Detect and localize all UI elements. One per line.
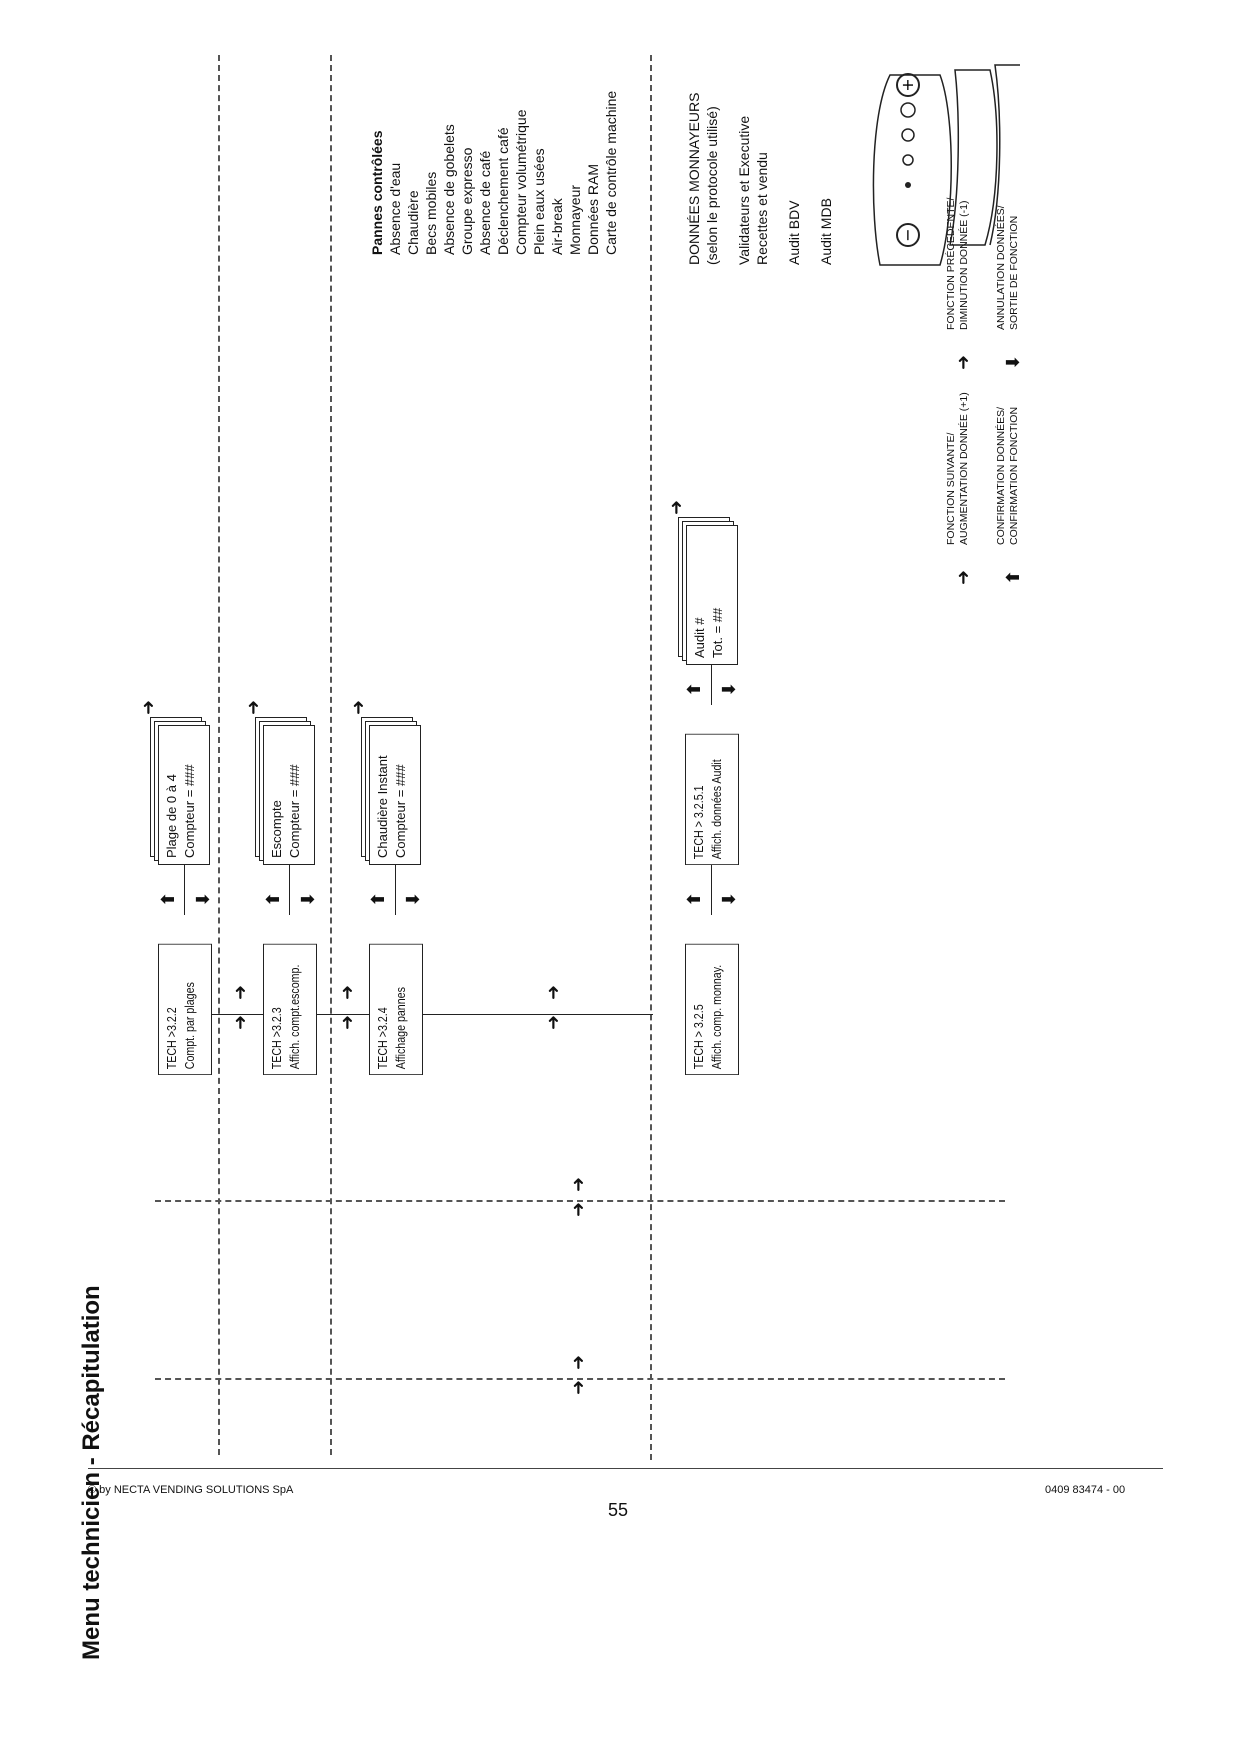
- plus-key-icon: [896, 73, 920, 97]
- confirm-icon: ⬆: [684, 681, 705, 697]
- cancel-icon: ⬇: [1003, 354, 1024, 370]
- cancel-icon: ⬇: [719, 681, 740, 697]
- arrow-prev-icon: ➜: [568, 1379, 589, 1395]
- connector-line: [184, 865, 185, 915]
- cancel-icon: ⬇: [193, 891, 214, 907]
- arrow-prev-icon: ➜: [230, 1014, 251, 1030]
- sub-box-escompte[interactable]: Escompte Compteur = ###: [255, 717, 315, 865]
- sub-box-audit[interactable]: Audit # Tot. = ##: [678, 517, 738, 665]
- menu-box-3-2-5[interactable]: TECH > 3.2.5 Affich. comp. monnay.: [685, 943, 739, 1075]
- arrow-next-icon: ➜: [543, 984, 564, 1000]
- footer-rule: [88, 1468, 1163, 1469]
- arrow-next-icon: ➜: [568, 1176, 589, 1192]
- confirm-icon: ⬆: [684, 891, 705, 907]
- sub-box-chaudiere[interactable]: Chaudière Instant Compteur = ###: [361, 717, 421, 865]
- page-number: 55: [608, 1500, 629, 1520]
- connector-line: [395, 865, 396, 915]
- arrow-next-icon: ➜: [230, 984, 251, 1000]
- menu-box-3-2-3[interactable]: TECH >3.2.3 Affich. compt.escomp.: [263, 943, 317, 1075]
- page-title: Menu technicien - Récapitulation: [78, 1285, 105, 1660]
- footer-copyright: © by NECTA VENDING SOLUTIONS SpA: [88, 1484, 294, 1496]
- arrow-next-icon: ➜: [953, 569, 974, 585]
- menu-box-3-2-5-1[interactable]: TECH > 3.2.5.1 Affich. données Audit: [685, 733, 739, 865]
- arrow-prev-icon: ➜: [543, 1014, 564, 1030]
- confirm-icon: ⬆: [1003, 569, 1024, 585]
- arrow-prev-icon: ➜: [568, 1201, 589, 1217]
- connector-line: [711, 865, 712, 915]
- connector-line: [711, 665, 712, 705]
- arrow-prev-icon: ➜: [953, 354, 974, 370]
- arrow-next-icon: ➜: [568, 1354, 589, 1370]
- arrow-next-icon: ➜: [666, 499, 687, 515]
- arrow-next-icon: ➜: [348, 699, 369, 715]
- arrow-next-icon: ➜: [138, 699, 159, 715]
- cancel-icon: ⬇: [298, 891, 319, 907]
- dashed-divider: [650, 55, 652, 1460]
- dashed-divider: [330, 55, 332, 1455]
- arrow-prev-icon: ➜: [337, 1014, 358, 1030]
- keypad-illustration: − +: [872, 64, 1020, 266]
- connector-line: [289, 865, 290, 915]
- menu-box-3-2-2[interactable]: TECH >3.2.2 Compt. par plages: [158, 943, 212, 1075]
- faults-list: Pannes contrôlées Absence d'eau Chaudièr…: [369, 90, 619, 255]
- sub-box-plages[interactable]: Plage de 0 à 4 Compteur = ###: [150, 717, 210, 865]
- footer-code: 0409 83474 - 00: [1045, 1484, 1126, 1496]
- confirm-icon: ⬆: [158, 891, 179, 907]
- confirm-icon: ⬆: [263, 891, 284, 907]
- confirm-icon: ⬆: [368, 891, 389, 907]
- cancel-icon: ⬇: [403, 891, 424, 907]
- coin-data-text: DONNÉES MONNAYEURS (selon le protocole u…: [686, 92, 834, 265]
- svg-text:−: −: [898, 228, 917, 241]
- arrow-next-icon: ➜: [243, 699, 264, 715]
- menu-box-3-2-4[interactable]: TECH >3.2.4 Affichage pannes: [369, 943, 423, 1075]
- minus-key-icon: [896, 223, 920, 247]
- arrow-next-icon: ➜: [337, 984, 358, 1000]
- dashed-divider: [218, 55, 220, 1455]
- svg-text:+: +: [898, 78, 917, 91]
- cancel-icon: ⬇: [719, 891, 740, 907]
